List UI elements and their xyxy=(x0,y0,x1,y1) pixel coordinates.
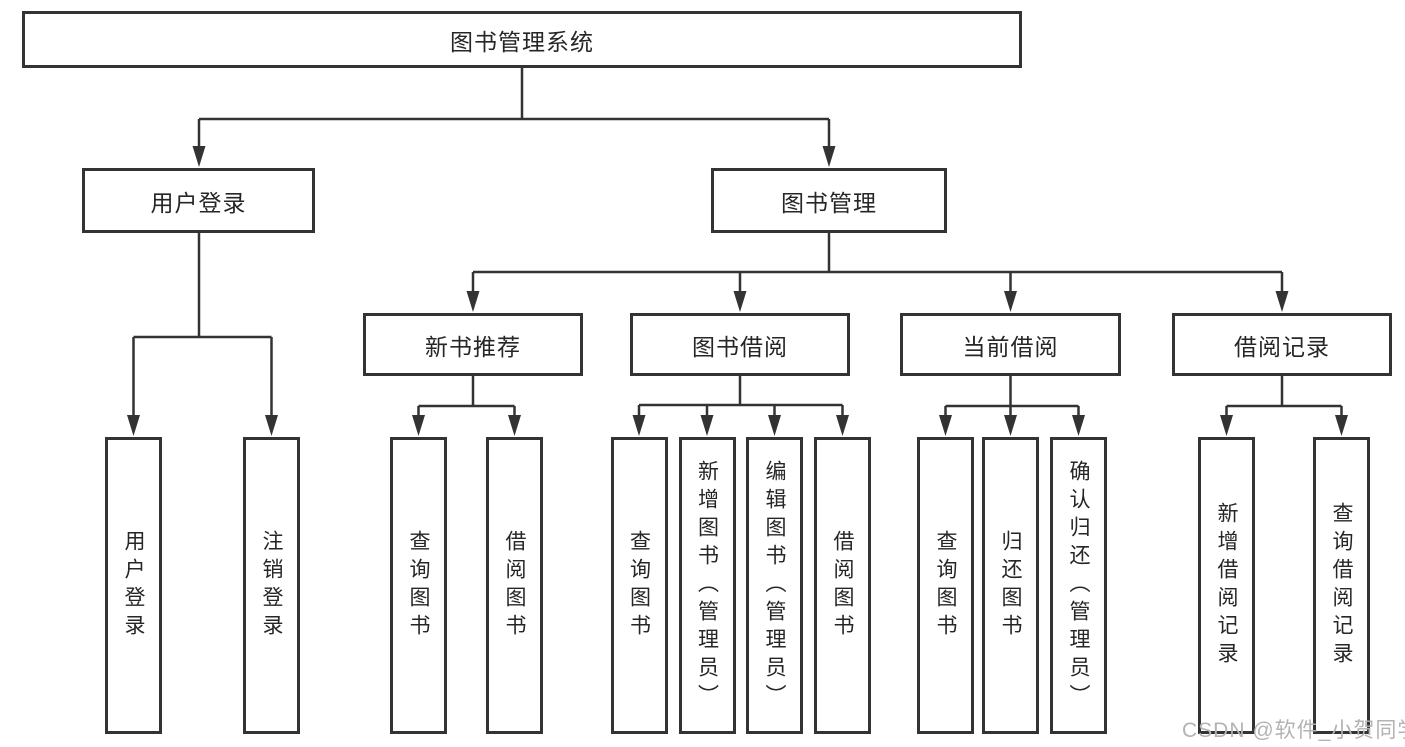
leaf-cb-return-book-label: 归还图书 xyxy=(999,529,1022,642)
node-new-book-recommend: 新书推荐 xyxy=(363,313,583,376)
leaf-bb-query-book-label: 查询图书 xyxy=(627,529,651,642)
leaf-logout-label: 注销登录 xyxy=(260,529,283,642)
leaf-nb-borrow-book: 借阅图书 xyxy=(486,437,543,734)
leaf-bb-borrow-book-label: 借阅图书 xyxy=(831,529,854,642)
leaf-br-query-record: 查询借阅记录 xyxy=(1313,437,1370,734)
leaf-bb-add-book: 新增图书（管理员） xyxy=(678,437,736,734)
leaf-br-query-record-label: 查询借阅记录 xyxy=(1330,501,1353,670)
csdn-watermark: CSDN @软件_小贺同学 xyxy=(1182,719,1405,742)
leaf-nb-borrow-book-label: 借阅图书 xyxy=(503,529,526,642)
node-book-management: 图书管理 xyxy=(711,168,947,233)
leaf-bb-edit-book: 编辑图书（管理员） xyxy=(746,437,803,734)
leaf-nb-query-book: 查询图书 xyxy=(390,437,447,734)
leaf-user-login: 用户登录 xyxy=(105,437,162,734)
node-book-management-label: 图书管理 xyxy=(781,189,877,216)
node-current-borrowing-label: 当前借阅 xyxy=(962,333,1059,360)
leaf-cb-confirm-return-label: 确认归还（管理员） xyxy=(1067,459,1090,712)
node-current-borrowing: 当前借阅 xyxy=(900,313,1121,376)
leaf-cb-query-book: 查询图书 xyxy=(917,437,974,734)
leaf-br-add-record: 新增借阅记录 xyxy=(1198,437,1255,734)
leaf-user-login-label: 用户登录 xyxy=(122,529,145,642)
node-borrowing-records-label: 借阅记录 xyxy=(1234,333,1330,360)
leaf-bb-query-book: 查询图书 xyxy=(610,437,668,734)
node-borrowing-records: 借阅记录 xyxy=(1172,313,1392,376)
node-book-borrowing: 图书借阅 xyxy=(630,313,850,376)
leaf-cb-query-book-label: 查询图书 xyxy=(934,529,957,642)
leaf-logout: 注销登录 xyxy=(243,437,300,734)
leaf-nb-query-book-label: 查询图书 xyxy=(407,529,430,642)
node-root: 图书管理系统 xyxy=(22,11,1022,68)
node-user-login-group: 用户登录 xyxy=(82,168,315,233)
leaf-bb-borrow-book: 借阅图书 xyxy=(814,437,871,734)
node-user-login-group-label: 用户登录 xyxy=(150,189,247,216)
leaf-br-add-record-label: 新增借阅记录 xyxy=(1215,501,1238,670)
node-book-borrowing-label: 图书借阅 xyxy=(692,333,788,360)
leaf-cb-confirm-return: 确认归还（管理员） xyxy=(1050,437,1107,734)
leaf-bb-edit-book-label: 编辑图书（管理员） xyxy=(763,459,786,712)
leaf-bb-add-book-label: 新增图书（管理员） xyxy=(695,459,719,712)
leaf-cb-return-book: 归还图书 xyxy=(982,437,1039,734)
node-new-book-recommend-label: 新书推荐 xyxy=(425,333,521,360)
node-root-label: 图书管理系统 xyxy=(450,28,594,55)
